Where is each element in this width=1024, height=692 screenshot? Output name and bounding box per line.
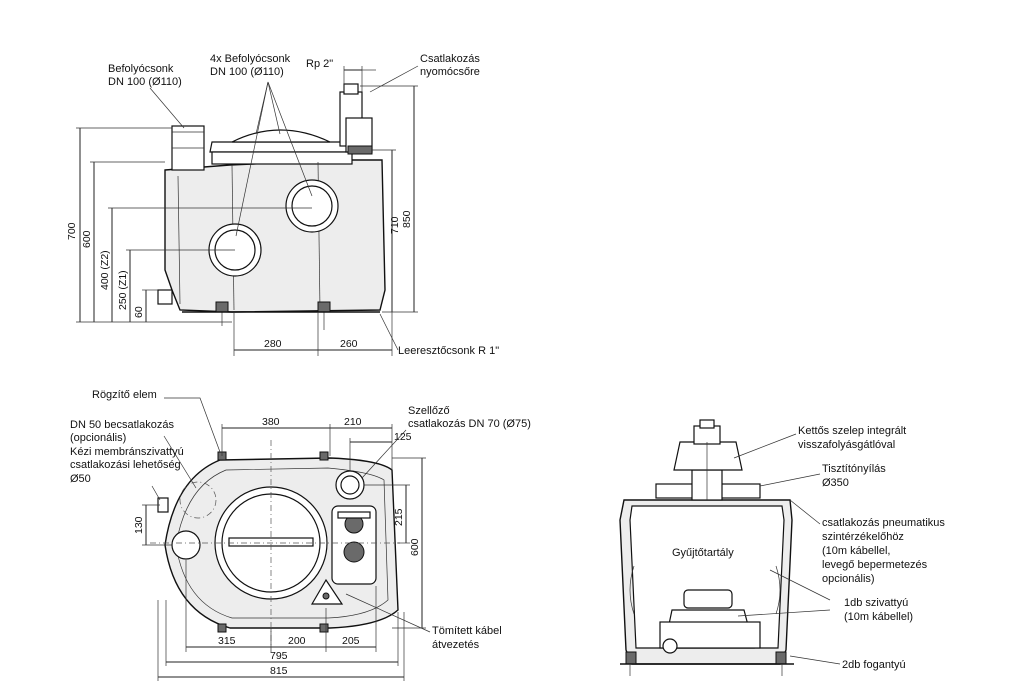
valve-base [347,145,373,155]
dim-125: 125 [394,431,412,443]
dim-400: 400 (Z2) [99,250,111,290]
foot-left [215,301,229,313]
foot-right [317,301,331,313]
pump-port [662,638,678,654]
fixing-element-2 [319,451,329,461]
cable-gland [310,578,344,605]
dim-215: 215 [393,508,405,526]
drain-stub [157,289,173,305]
tank-body-front [164,159,386,313]
fixing-element-3 [217,623,227,633]
dn50-optional [179,481,217,519]
dim-60: 60 [133,306,145,318]
handle-left [625,651,637,665]
label-dn50: DN 50 becsatlakozás (opcionális) Kézi me… [70,419,187,485]
dim-600-top: 600 [409,538,421,556]
label-fixing: Rögzítő elem [92,389,157,401]
dim-795: 795 [270,650,288,662]
top-view: 380 210 125 215 600 130 315 200 205 795 … [70,389,531,681]
label-rp2: Rp 2" [306,58,333,70]
label-inlet-single: Befolyócsonk DN 100 (Ø110) [108,63,182,88]
double-valve [673,441,743,471]
dim-200: 200 [288,635,306,647]
dim-250: 250 (Z1) [117,270,129,310]
pipe-cap [343,83,359,95]
pressure-outlet [693,425,721,445]
fixing-element-4 [319,623,329,633]
dim-315: 315 [218,635,236,647]
handle-right [775,651,787,665]
label-valve: Kettős szelep integrált visszafolyásgátl… [798,425,909,451]
section-view: Gyűjtőtartály Kettős szelep integrált vi… [619,419,948,676]
label-tank: Gyűjtőtartály [672,547,734,559]
inlet-left-top [171,530,201,560]
dim-700: 700 [66,222,78,240]
label-drain: Leeresztőcsonk R 1" [398,345,499,357]
label-vent: Szellőző csatlakozás DN 70 (Ø75) [408,405,531,430]
dim-130: 130 [133,516,145,534]
label-pressure-pipe: Csatlakozás nyomócsőre [420,53,483,78]
label-inlet-multi: 4x Befolyócsonk DN 100 (Ø110) [210,53,293,78]
dim-280: 280 [264,338,282,350]
dim-815: 815 [270,665,288,677]
dim-850: 850 [401,210,413,228]
lid-front [209,141,353,153]
inlet-upper-inner [291,185,333,227]
label-pump: 1db szivattyú (10m kábellel) [844,597,913,623]
pump-head [683,589,733,609]
dim-710: 710 [389,216,401,234]
dim-205: 205 [342,635,360,647]
dim-380: 380 [262,416,280,428]
front-view: 700 600 400 (Z2) 250 (Z1) 60 710 850 280… [66,53,499,357]
pump-port-2 [343,541,365,563]
lid-ring [211,151,353,165]
label-cleaning: Tisztítónyílás Ø350 [822,463,889,489]
label-handle: 2db fogantyú [842,659,906,671]
lid-dome [231,129,331,143]
label-pneumatic: csatlakozás pneumatikus szintérzékelőhöz… [822,517,948,585]
label-cable: Tömített kábel átvezetés [432,625,505,651]
dim-600: 600 [81,230,93,248]
dim-260: 260 [340,338,358,350]
dim-210: 210 [344,416,362,428]
